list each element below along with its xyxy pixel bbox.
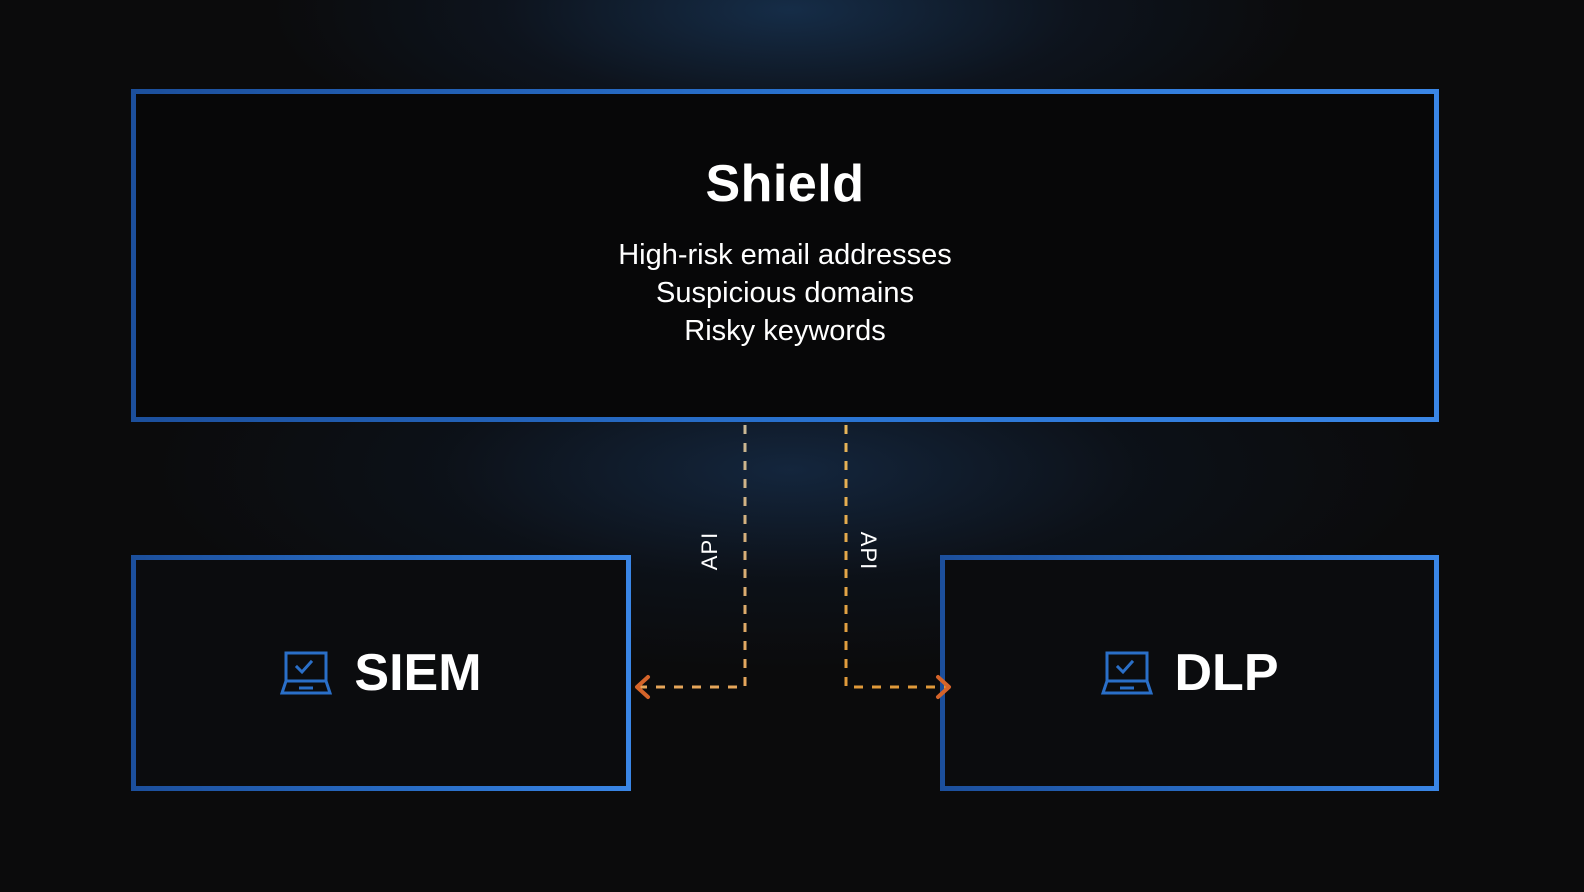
shield-item: Risky keywords (684, 315, 886, 347)
connector-siem (638, 425, 747, 689)
shield-items: High-risk email addresses Suspicious dom… (136, 236, 1434, 350)
laptop-check-icon (1100, 651, 1153, 695)
shield-title: Shield (705, 155, 865, 213)
siem-label: SIEM (354, 644, 482, 702)
shield-item: Suspicious domains (656, 277, 914, 309)
shield-item: High-risk email addresses (618, 239, 952, 271)
siem-box: SIEM (131, 555, 631, 791)
api-label-left: API (697, 531, 723, 571)
api-label-right: API (856, 531, 882, 571)
dlp-label: DLP (1174, 644, 1279, 702)
laptop-check-icon (280, 651, 333, 695)
arrowhead-left (635, 675, 650, 699)
dlp-box: DLP (940, 555, 1439, 791)
shield-box: Shield High-risk email addresses Suspici… (131, 89, 1439, 422)
